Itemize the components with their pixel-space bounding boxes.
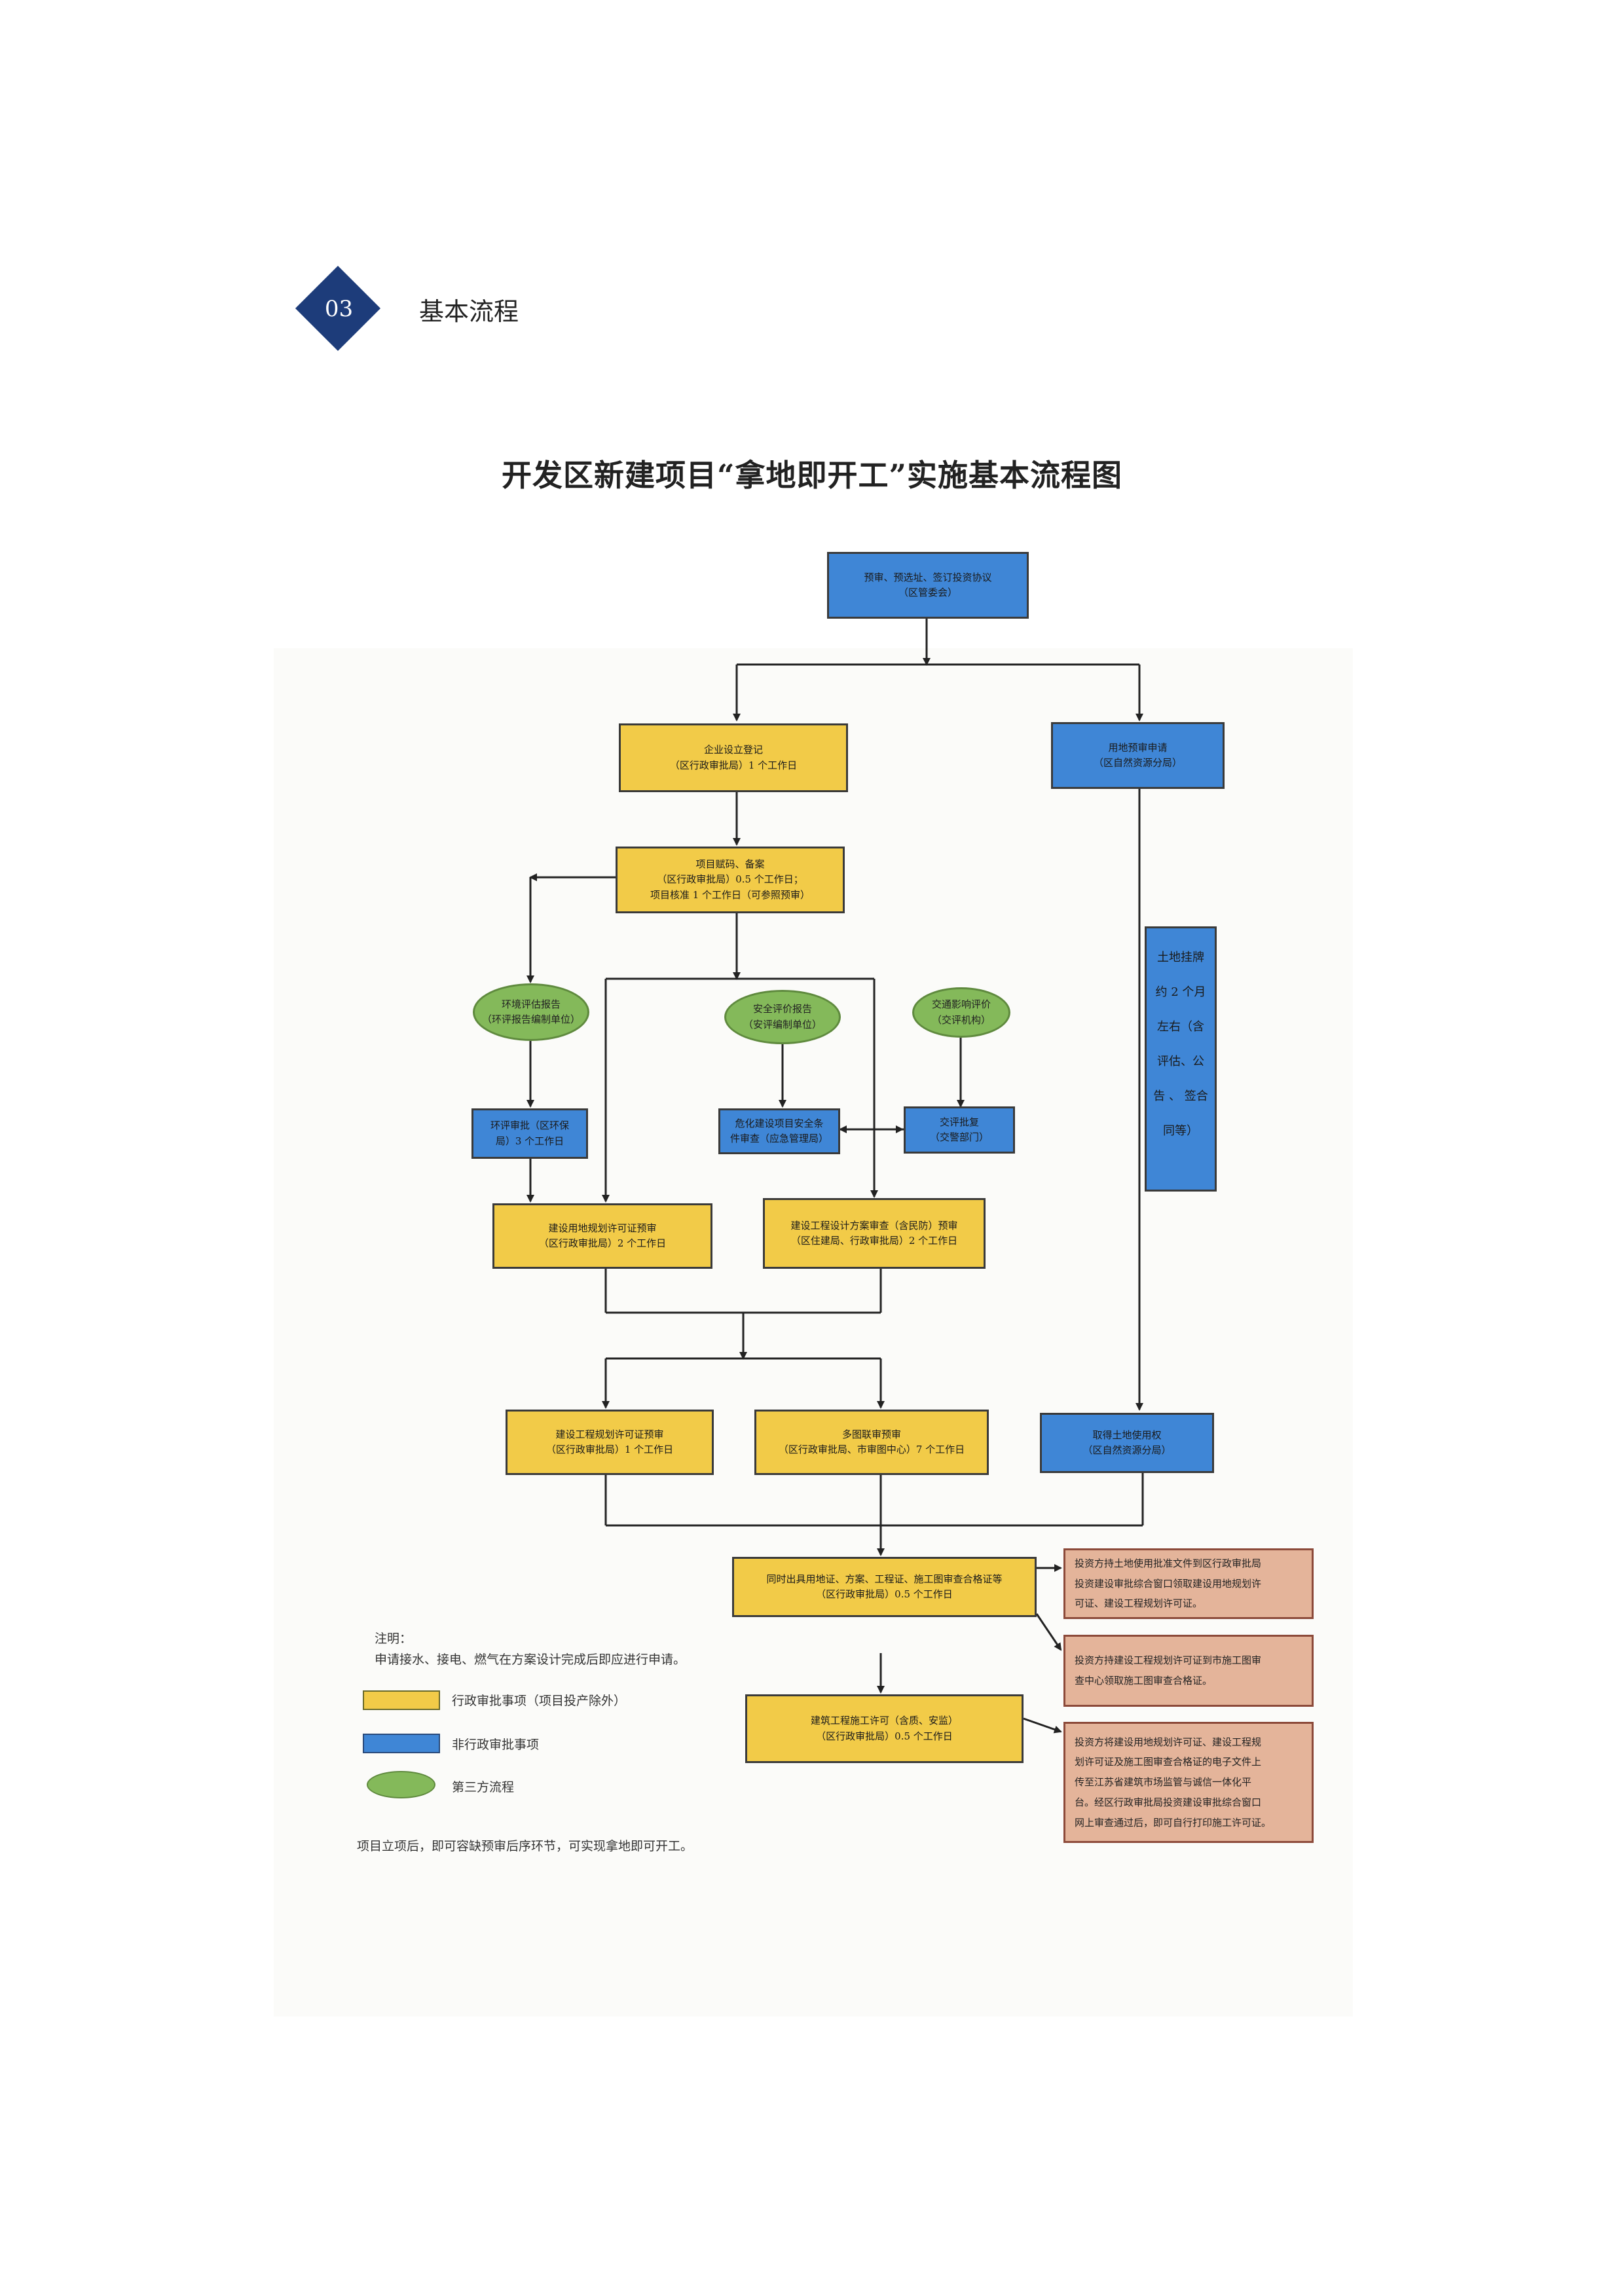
node-construction-permit: 建筑工程施工许可（含质、安监） （区行政审批局）0.5 个工作日: [745, 1694, 1024, 1763]
node-land-plan-permit: 建设用地规划许可证预审 （区行政审批局）2 个工作日: [492, 1203, 712, 1269]
node-issue-certificates: 同时出具用地证、方案、工程证、施工图审查合格证等 （区行政审批局）0.5 个工作…: [732, 1557, 1037, 1617]
legend-swatch-admin: [363, 1690, 440, 1710]
node-env-report: 环境评估报告 （环评报告编制单位）: [473, 983, 589, 1041]
note-box-online-permit: 投资方将建设用地规划许可证、建设工程规 划许可证及施工图审查合格证的电子文件上 …: [1063, 1722, 1314, 1843]
page-title: 开发区新建项目“拿地即开工”实施基本流程图: [502, 458, 1122, 493]
node-env-approval: 环评审批（区环保 局）3 个工作日: [471, 1108, 588, 1159]
node-presign: 预审、预选址、签订投资协议 （区管委会）: [827, 552, 1029, 619]
legend-label-third-party: 第三方流程: [452, 1780, 515, 1795]
legend-label-non-admin: 非行政审批事项: [452, 1738, 540, 1752]
footer-note: 项目立项后，即可容缺预审后序环节，可实现拿地即可开工。: [357, 1839, 693, 1853]
section-badge: 03: [295, 265, 381, 352]
notes-line: 申请接水、接电、燃气在方案设计完成后即应进行申请。: [375, 1652, 686, 1667]
node-safety-report: 安全评价报告 （安评编制单位）: [724, 990, 841, 1044]
node-design-review: 建设工程设计方案审查（含民防）预审 （区住建局、行政审批局）2 个工作日: [763, 1198, 986, 1269]
node-land-preapplication: 用地预审申请 （区自然资源分局）: [1051, 722, 1225, 789]
node-traffic-approval: 交评批复 （交警部门）: [904, 1106, 1015, 1154]
node-land-use-right: 取得土地使用权 （区自然资源分局）: [1040, 1413, 1214, 1473]
node-eng-plan-permit: 建设工程规划许可证预审 （区行政审批局）1 个工作日: [506, 1410, 714, 1475]
legend-swatch-non-admin: [363, 1734, 440, 1753]
note-box-land-permits: 投资方持土地使用批准文件到区行政审批局 投资建设审批综合窗口领取建设用地规划许 …: [1063, 1548, 1314, 1619]
node-land-auction: 土地挂牌 约 2 个月 左右（含 评估、公 告 、 签合 同等）: [1145, 926, 1217, 1192]
node-hazard-review: 危化建设项目安全条 件审查（应急管理局）: [718, 1108, 840, 1154]
section-title: 基本流程: [419, 297, 519, 326]
notes-label: 注明：: [375, 1631, 413, 1646]
node-enterprise-registration: 企业设立登记 （区行政审批局）1 个工作日: [619, 723, 848, 792]
legend-label-admin: 行政审批事项（项目投产除外）: [452, 1694, 627, 1708]
note-box-drawing-review: 投资方持建设工程规划许可证到市施工图审 查中心领取施工图审查合格证。: [1063, 1635, 1314, 1707]
node-traffic-report: 交通影响评价 （交评机构）: [912, 987, 1010, 1038]
section-number: 03: [324, 296, 354, 322]
node-multi-review: 多图联审预审 （区行政审批局、市审图中心）7 个工作日: [754, 1410, 989, 1475]
node-project-code: 项目赋码、备案 （区行政审批局）0.5 个工作日； 项目核准 1 个工作日（可参…: [616, 847, 845, 913]
legend-swatch-third-party: [367, 1771, 435, 1798]
